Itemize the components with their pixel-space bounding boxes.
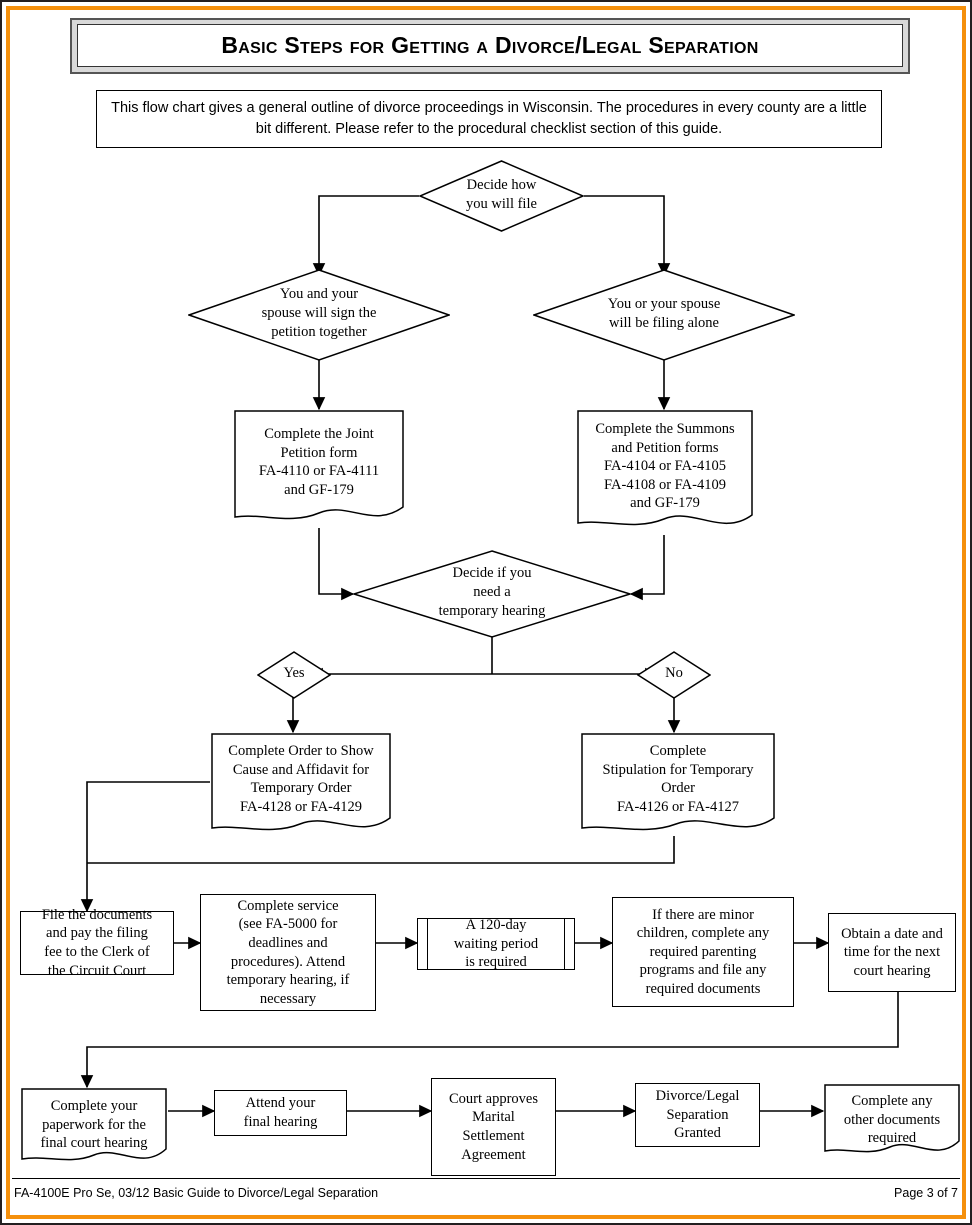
intro-note: This flow chart gives a general outline … [96, 90, 882, 149]
footer-divider [12, 1178, 960, 1179]
decision-no: No [637, 651, 711, 699]
decision-yes: Yes [257, 651, 331, 699]
footer-page-number: Page 3 of 7 [894, 1186, 958, 1200]
page-title-plaque: Basic Steps for Getting a Divorce/Legal … [70, 18, 910, 74]
title-inner-frame: Basic Steps for Getting a Divorce/Legal … [77, 24, 903, 67]
footer-left-text: FA-4100E Pro Se, 03/12 Basic Guide to Di… [14, 1186, 379, 1200]
page-title: Basic Steps for Getting a Divorce/Legal … [221, 32, 759, 58]
decision-yes-label: Yes [283, 665, 305, 681]
decision-no-label: No [665, 665, 683, 681]
connector-layer [80, 195, 899, 1118]
page-content: Basic Steps for Getting a Divorce/Legal … [12, 10, 960, 1215]
footer: FA-4100E Pro Se, 03/12 Basic Guide to Di… [14, 1186, 958, 1200]
